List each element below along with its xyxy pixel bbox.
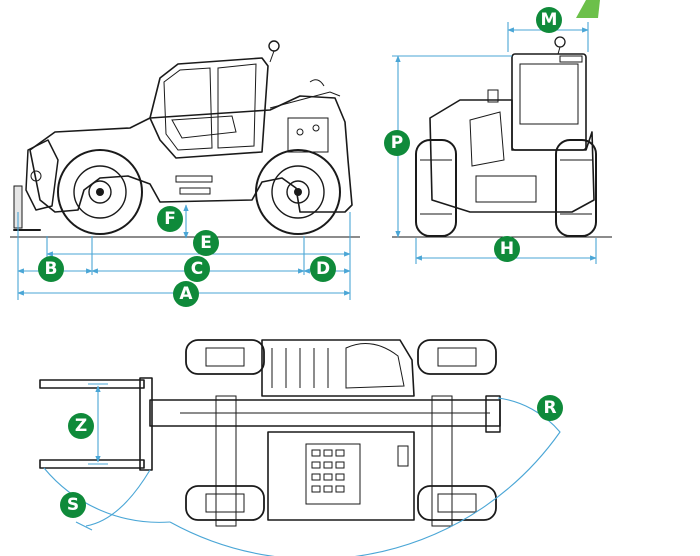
badge-D: D [310,256,336,282]
badge-P: P [384,130,410,156]
badge-A-label: A [179,284,193,304]
badge-F: F [157,206,183,232]
badge-A: A [173,281,199,307]
front-wheel [57,149,143,235]
side-view [10,40,360,300]
badge-S-label: S [67,495,79,515]
badge-B-label: B [45,259,58,279]
badge-F-label: F [164,209,176,229]
badge-C: C [184,256,210,282]
rear-view [392,22,612,264]
badge-Z: Z [68,413,94,439]
badge-H: H [494,236,520,262]
accent-tab [576,0,600,18]
badge-H-label: H [500,239,514,259]
top-view [39,339,561,556]
badge-M: M [536,7,562,33]
badge-C-label: C [191,259,203,279]
badge-E: E [193,230,219,256]
badge-M-label: M [541,10,558,30]
badge-S: S [60,492,86,518]
badge-D-label: D [316,259,330,279]
rear-wheel [255,149,341,235]
badge-R: R [537,395,563,421]
badge-E-label: E [200,233,212,253]
top-wheels [185,339,497,521]
badge-P-label: P [391,133,403,153]
badge-B: B [38,256,64,282]
badge-Z-label: Z [75,416,87,436]
badge-R-label: R [543,398,556,418]
